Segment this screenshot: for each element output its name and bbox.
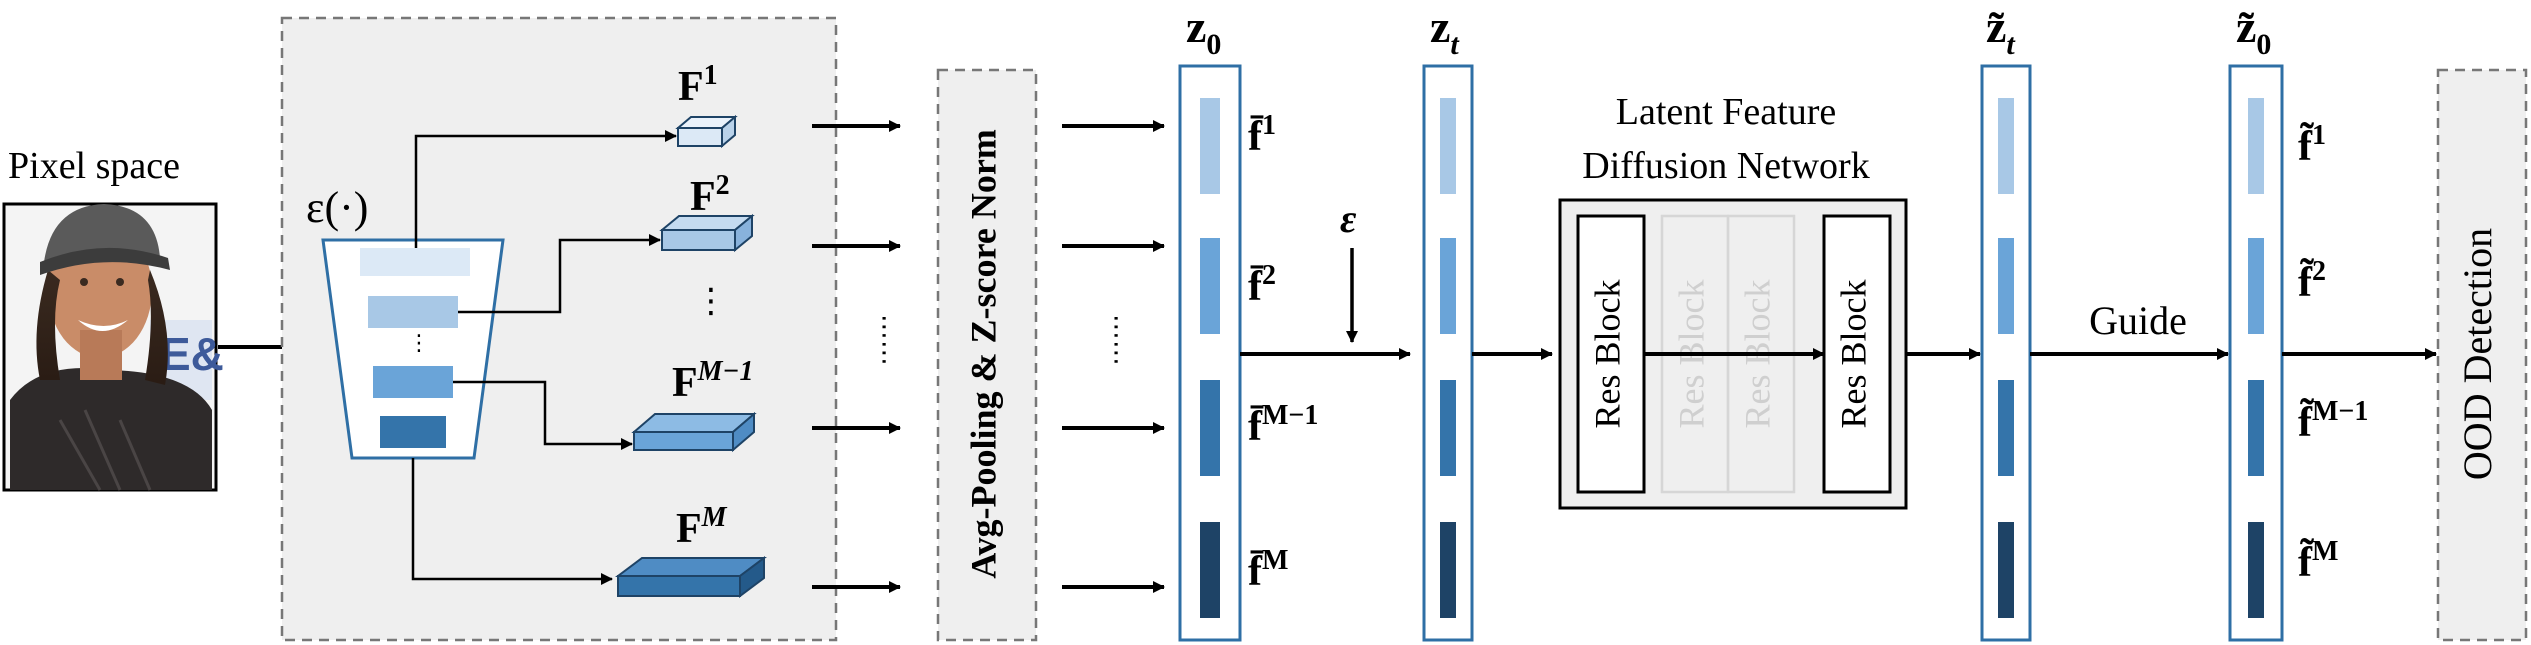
z0-segment-2	[1200, 238, 1220, 334]
zt-tilde-segment-3	[1998, 380, 2014, 476]
res-block-1-label: Res Block	[1587, 280, 1627, 429]
z0-tilde-segment-1	[2248, 98, 2264, 194]
zt-tilde-label: z̃t	[1986, 1, 2016, 61]
noise-label: ε	[1340, 196, 1357, 241]
encoder-vertical-dots: ⋮	[408, 331, 430, 356]
guide-label: Guide	[2089, 298, 2187, 343]
dots-after-pooling: ⋯⋯	[1101, 314, 1131, 366]
z0-tilde-segment-4	[2248, 522, 2264, 618]
encoder-layer-4	[380, 416, 446, 448]
encoder-layer-3	[373, 366, 453, 398]
pixel-space-image: E&	[2, 202, 224, 492]
zt-tilde-segment-1	[1998, 98, 2014, 194]
fbar-label-m-minus-1: f̄M−1	[1248, 400, 1318, 450]
ftilde-label-1: f̃1	[2298, 120, 2326, 170]
zt-tilde-segment-4	[1998, 522, 2014, 618]
res-block-2-label: Res Block	[1833, 280, 1873, 429]
feature-vertical-dots: ⋮	[694, 281, 728, 321]
fbar-label-1: f̄1	[1248, 110, 1276, 160]
svg-text:E&: E&	[160, 328, 224, 380]
zt-tilde-segment-2	[1998, 238, 2014, 334]
ood-detection-box	[2436, 68, 2528, 642]
zt-segment-4	[1440, 522, 1456, 618]
encoder-layer-1	[360, 248, 470, 276]
feature-label-1: F1	[678, 60, 718, 110]
zt-segment-3	[1440, 380, 1456, 476]
feature-label-2: F2	[690, 170, 730, 220]
encoder-layer-2	[368, 296, 458, 328]
z0-segment-4	[1200, 522, 1220, 618]
z0-tilde-segment-3	[2248, 380, 2264, 476]
feature-map-2	[659, 213, 755, 253]
z0-segment-1	[1200, 98, 1220, 194]
pooling-box	[936, 68, 1038, 642]
pixel-space-label: Pixel space	[8, 145, 180, 187]
dots-before-pooling: ⋯⋯	[869, 314, 899, 366]
ftilde-label-2: f̃2	[2298, 256, 2326, 306]
z0-segment-3	[1200, 380, 1220, 476]
fbar-label-2: f̄2	[1248, 260, 1276, 310]
z0-tilde-label: z̃0	[2236, 1, 2271, 61]
ood-detection-label: OOD Detection	[2455, 228, 2500, 480]
z0-label: z0	[1186, 1, 1221, 61]
encoder-trapezoid	[321, 238, 505, 460]
ftilde-label-m: f̃M	[2298, 536, 2338, 586]
feature-map-m-minus-1	[631, 411, 757, 453]
diffusion-title-line2: Diffusion Network	[1582, 145, 1869, 187]
ftilde-label-m-minus-1: f̃M−1	[2298, 396, 2368, 446]
zt-segment-1	[1440, 98, 1456, 194]
feature-map-1	[675, 114, 738, 149]
res-block-1	[1576, 214, 1646, 494]
fbar-label-m: f̄M	[1248, 545, 1288, 595]
pooling-label: Avg-Pooling & Z-score Norm	[963, 129, 1003, 579]
feature-label-m: FM	[676, 502, 728, 552]
res-block-2	[1822, 214, 1892, 494]
feature-map-m	[615, 556, 767, 598]
zt-label: zt	[1430, 1, 1460, 61]
zt-segment-2	[1440, 238, 1456, 334]
encoder-label: ε(·)	[306, 183, 368, 232]
diffusion-title-line1: Latent Feature	[1616, 91, 1837, 133]
encoder-region	[280, 16, 838, 642]
z0-tilde-segment-2	[2248, 238, 2264, 334]
feature-label-m-minus-1: FM−1	[672, 356, 754, 406]
